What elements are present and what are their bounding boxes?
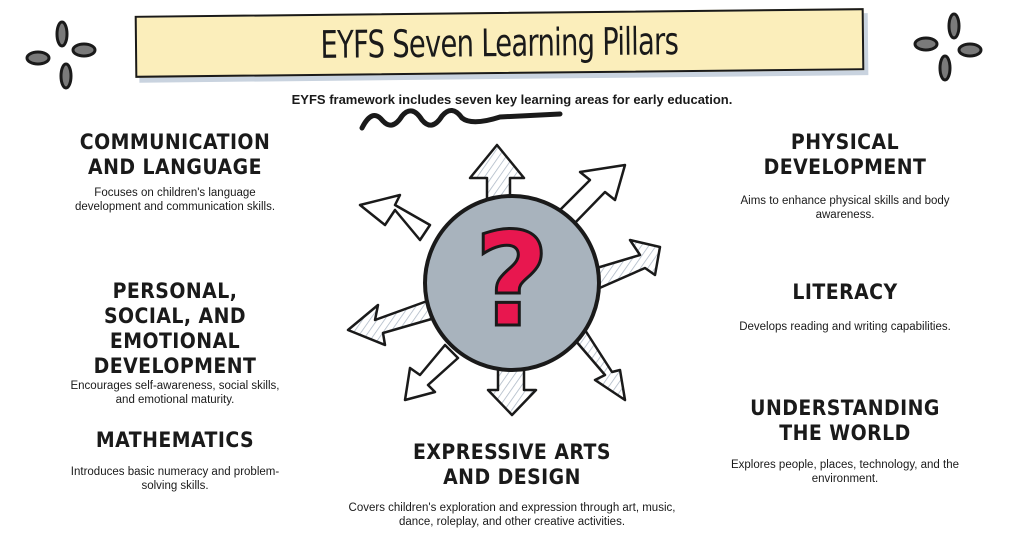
pillar-desc: Covers children's exploration and expres… [348,502,676,528]
squiggle-line [359,108,563,131]
pillar-desc: Aims to enhance physical skills and body… [740,195,950,221]
pillar-personal: Personal, Social, and Emotional Developm… [55,279,295,407]
subtitle: EYFS framework includes seven key learni… [291,92,733,107]
pillar-desc: Explores people, places, technology, and… [730,459,960,485]
pillar-desc: Focuses on children's language developme… [74,187,276,213]
pillar-understanding: Understanding the World Explores people,… [715,396,975,486]
pillar-title: Personal, Social, and Emotional Developm… [93,279,257,378]
pillar-mathematics: Mathematics Introduces basic numeracy an… [55,428,295,493]
center-circle [423,194,601,372]
page-title: EYFS Seven Learning Pillars [320,19,679,67]
pillar-desc: Develops reading and writing capabilitie… [739,321,951,333]
pillar-title: Expressive Arts and Design [413,440,611,489]
pillar-communication: Communication and Language Focuses on ch… [55,130,295,214]
pillar-title: Mathematics [95,428,255,452]
pillar-expressive: Expressive Arts and Design Covers childr… [330,440,694,529]
pillar-physical: Physical Development Aims to enhance phy… [725,130,965,222]
pillar-title: Communication and Language [79,130,271,179]
pillar-title: Literacy [792,280,898,304]
title-banner: EYFS Seven Learning Pillars [134,8,865,78]
pillar-desc: Introduces basic numeracy and problem-so… [70,466,280,492]
sparkle-icon-left [25,20,97,90]
pillar-desc: Encourages self-awareness, social skills… [70,380,280,406]
pillar-title: Physical Development [763,130,927,179]
pillar-title: Understanding the World [750,396,940,445]
arrows-icon [346,143,662,417]
pillar-literacy: Literacy Develops reading and writing ca… [715,280,975,334]
sparkle-icon-right [913,12,983,82]
question-mark-icon: ? [473,203,551,358]
